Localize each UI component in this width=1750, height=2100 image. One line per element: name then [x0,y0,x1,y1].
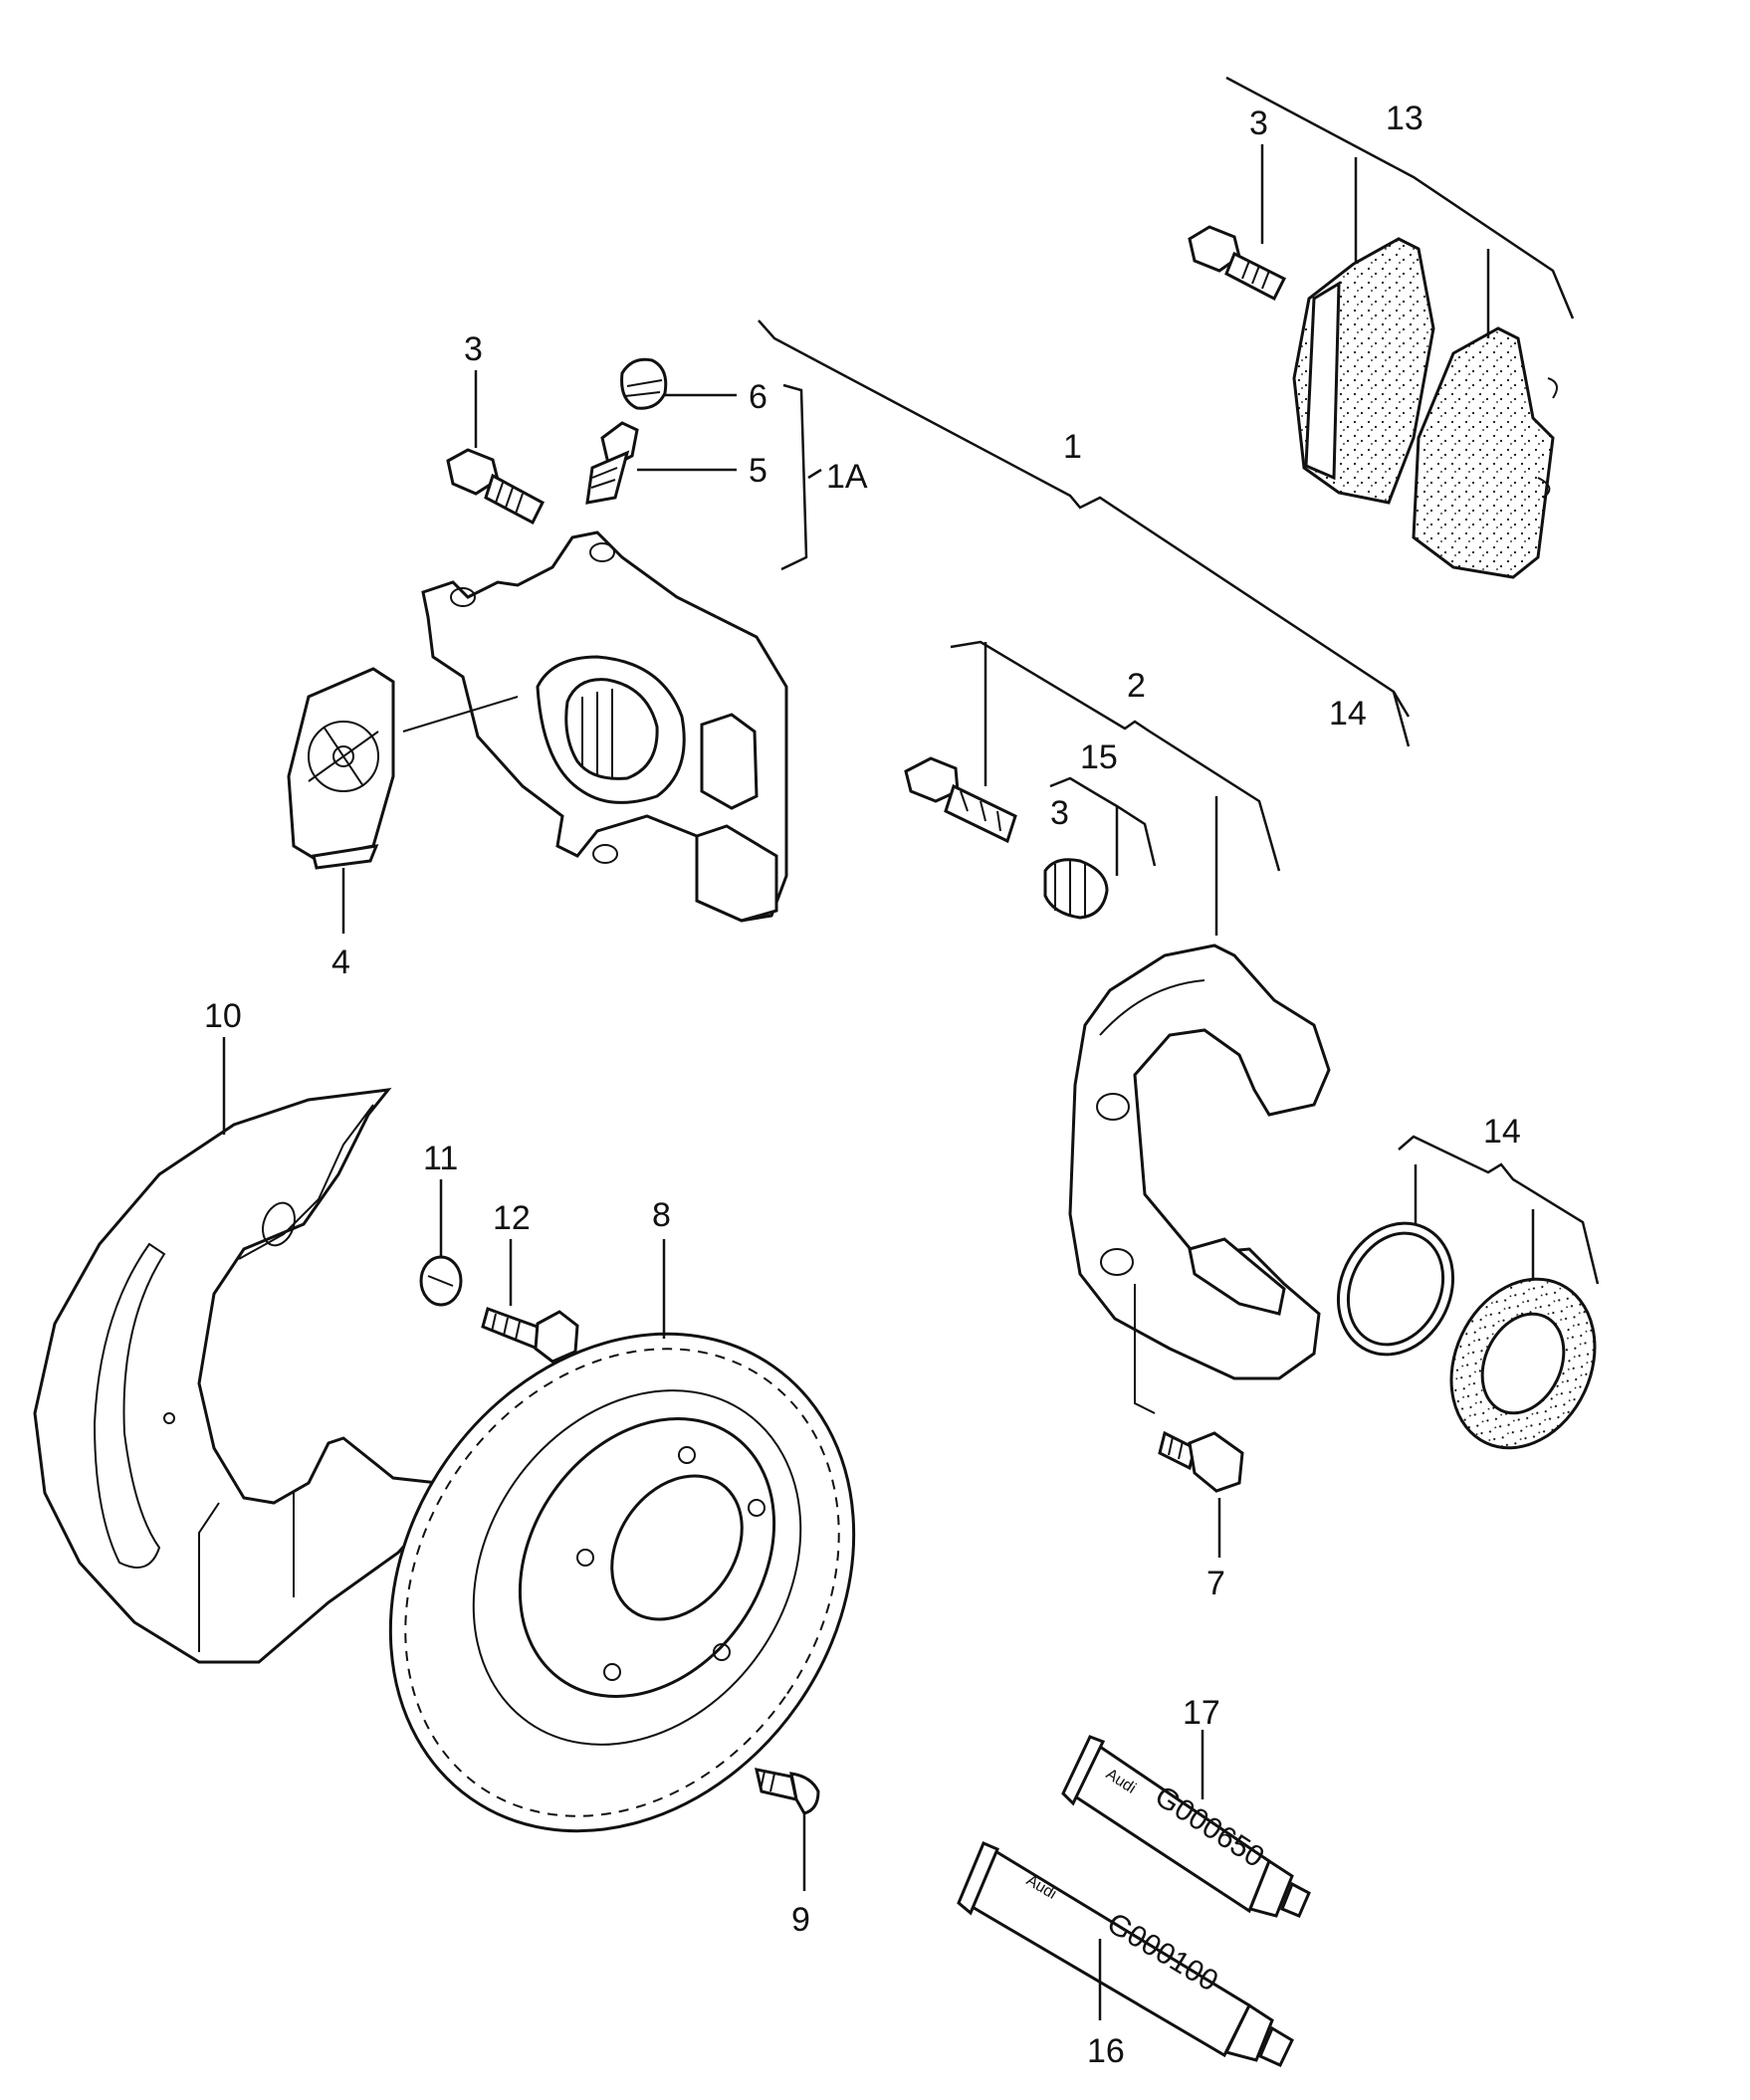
bolt-12 [481,1307,579,1364]
label-5: 5 [749,452,767,490]
label-8: 8 [652,1196,671,1234]
label-16: 16 [1087,2032,1125,2070]
countersunk-screw-9 [755,1768,820,1815]
label-15: 15 [1080,738,1118,776]
label-13: 13 [1386,100,1423,137]
label-10: 10 [204,997,242,1035]
anti-squeal-plate-4 [287,667,395,870]
label-3-left: 3 [464,330,483,368]
label-11: 11 [423,1140,458,1177]
spring-washer-11 [419,1255,463,1307]
brake-pad-set [1292,237,1558,579]
label-14-upper: 14 [1329,695,1367,733]
label-12: 12 [493,1199,531,1237]
guide-bolt [904,756,1017,844]
label-3-top: 3 [1249,105,1268,142]
bolt-3-left [446,448,545,525]
splash-shield-10 [33,1088,450,1664]
label-14-lower: 14 [1483,1113,1521,1151]
bolt-7 [1158,1430,1244,1493]
label-3-mid: 3 [1050,794,1069,832]
caliper-carrier [1068,944,1331,1380]
piston-seal-ring [1336,1221,1455,1357]
dust-boot [1449,1277,1597,1450]
label-7: 7 [1206,1565,1225,1602]
bleeder-valve-5 [585,421,639,505]
dust-cap-6 [620,357,668,410]
label-17: 17 [1183,1694,1220,1732]
label-2: 2 [1127,667,1146,705]
label-6: 6 [749,378,767,416]
label-1: 1 [1063,428,1082,466]
label-9: 9 [791,1901,810,1939]
bolt-3-top [1188,225,1287,302]
grease-tube-17: G000650 Audi [1061,1735,1311,1918]
label-4: 4 [331,944,350,981]
brake-caliper [421,530,788,923]
brake-disc-8 [388,1332,856,1833]
label-1a: 1A [826,458,868,496]
guide-bush-15 [1043,858,1109,920]
